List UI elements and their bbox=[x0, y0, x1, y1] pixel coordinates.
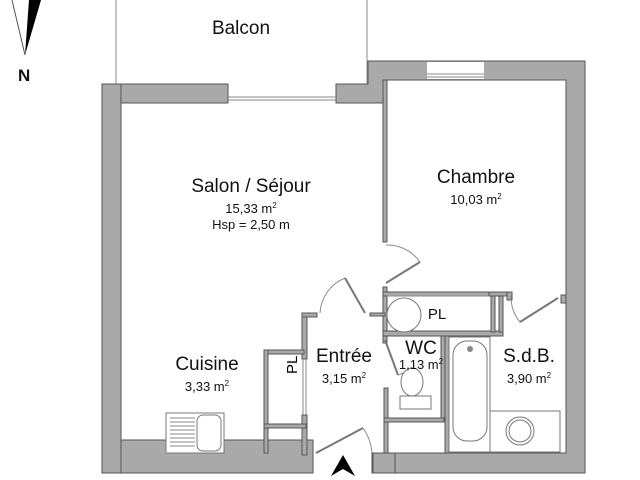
north-arrow-icon bbox=[11, 0, 41, 56]
washbasin bbox=[489, 410, 561, 453]
room-name: Cuisine bbox=[175, 354, 239, 375]
room-name: Salon / Séjour bbox=[191, 176, 311, 197]
entrance-arrow-icon bbox=[331, 455, 355, 476]
room-area: 10,03 m2 bbox=[450, 192, 502, 207]
room-name: Chambre bbox=[436, 167, 516, 188]
closet-pl-left: PL bbox=[284, 355, 301, 374]
exterior-walls bbox=[101, 60, 586, 474]
room-chambre: Chambre 10,03 m2 bbox=[437, 167, 515, 208]
room-area: 3,90 m2 bbox=[506, 371, 552, 386]
room-sdb: S.d.B. 3,90 m2 bbox=[503, 346, 555, 387]
bathtub bbox=[448, 336, 491, 453]
room-balcon: Balcon bbox=[212, 18, 270, 40]
room-name: S.d.B. bbox=[503, 346, 555, 367]
interior-walls bbox=[263, 79, 567, 456]
room-area: 15,33 m2 bbox=[225, 201, 277, 216]
ceiling-height: Hsp = 2,50 m bbox=[212, 217, 290, 232]
toilet bbox=[399, 367, 432, 410]
room-name: Entrée bbox=[316, 346, 372, 367]
room-name: WC bbox=[405, 338, 437, 359]
closet-pl-top: PL bbox=[427, 306, 447, 323]
chambre-window bbox=[427, 62, 484, 79]
room-area: 3,15 m2 bbox=[321, 371, 367, 386]
room-wc: WC 1,13 m2 bbox=[399, 338, 443, 373]
balcony-window bbox=[228, 96, 336, 101]
room-salon: Salon / Séjour 15,33 m2 Hsp = 2,50 m bbox=[191, 176, 310, 233]
north-label: N bbox=[18, 66, 31, 85]
room-entree: Entrée 3,15 m2 bbox=[316, 346, 372, 387]
room-area: 3,33 m2 bbox=[184, 379, 230, 394]
balcony-outline bbox=[115, 0, 368, 84]
water-heater bbox=[386, 297, 422, 333]
room-area: 1,13 m2 bbox=[398, 357, 444, 372]
room-cuisine: Cuisine 3,33 m2 bbox=[175, 354, 238, 395]
doors bbox=[302, 244, 559, 454]
room-name: Balcon bbox=[211, 18, 271, 39]
kitchen-sink bbox=[165, 412, 225, 454]
